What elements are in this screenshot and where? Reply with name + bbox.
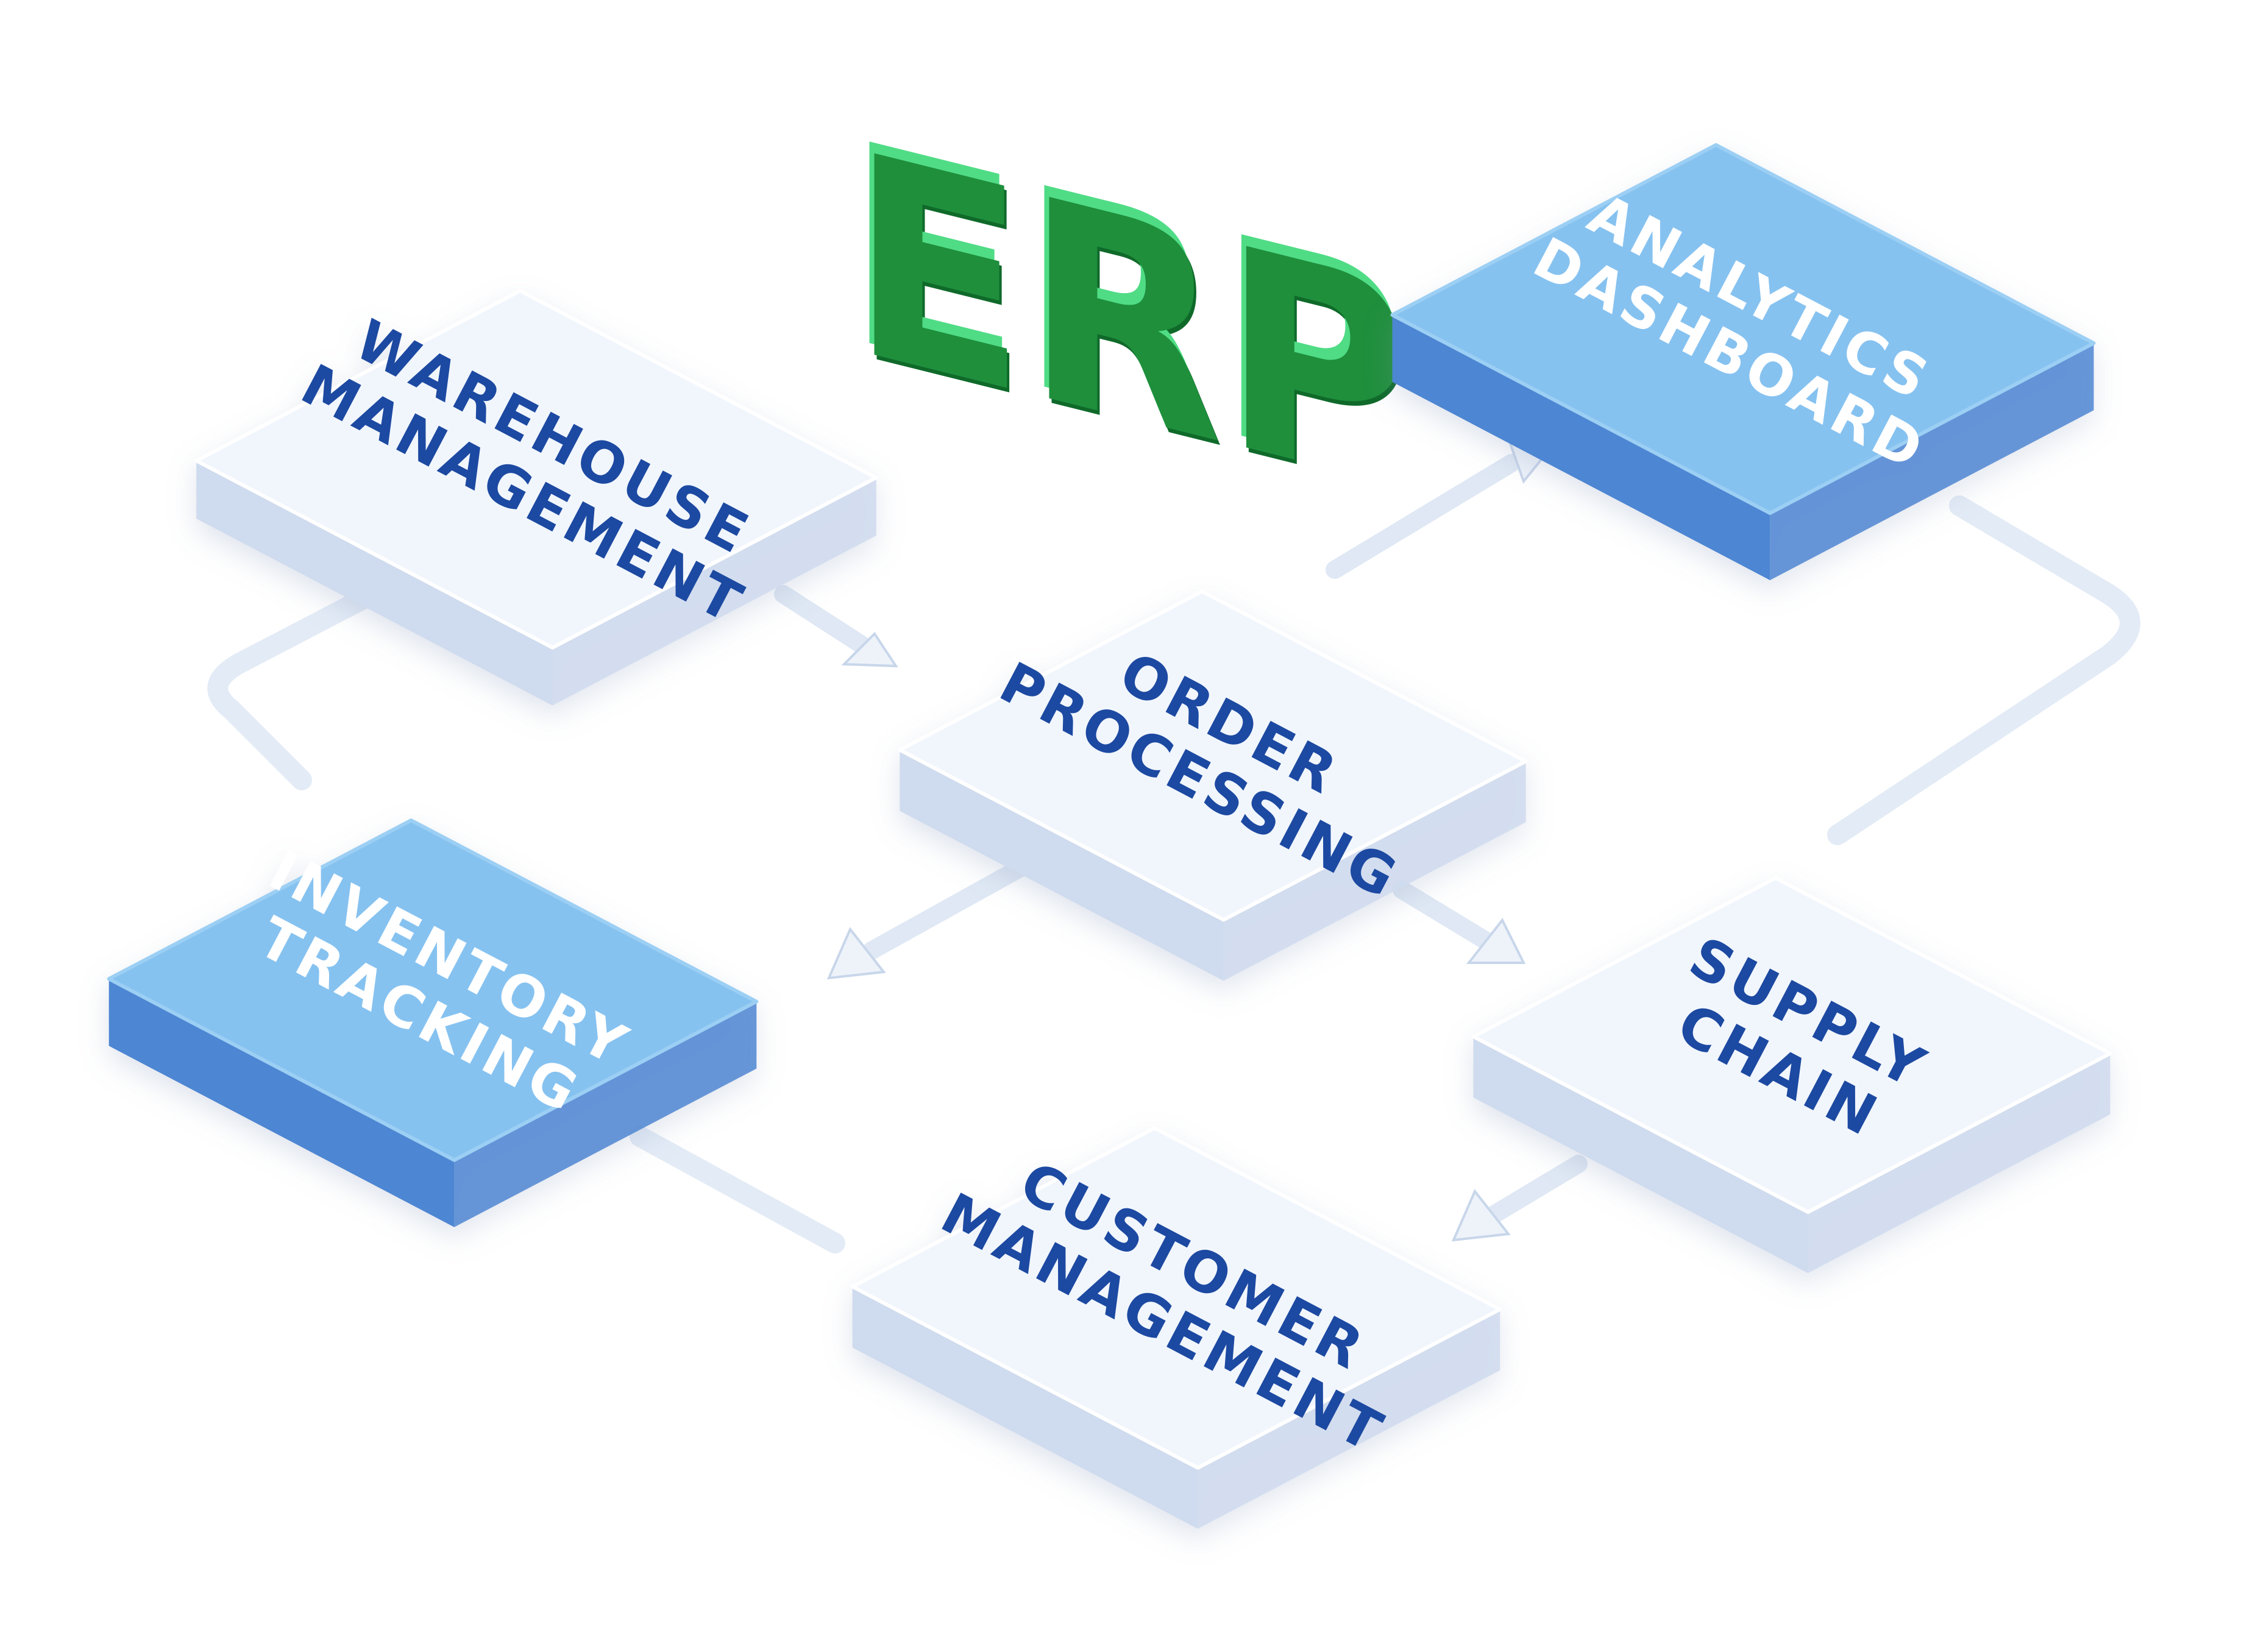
module-top bbox=[898, 589, 1528, 922]
erp-logo: ERP ERP ERP bbox=[846, 80, 1413, 559]
connector-analytics-supply bbox=[1827, 495, 2140, 845]
module-side-right bbox=[1223, 761, 1526, 981]
connector-inventory-customer bbox=[630, 1126, 845, 1253]
module-top bbox=[194, 289, 878, 650]
module-top bbox=[1471, 876, 2112, 1214]
module-side-right bbox=[552, 477, 876, 706]
module-side-left bbox=[852, 1286, 1198, 1529]
connector-supply-customer bbox=[1478, 1155, 1588, 1228]
module-top bbox=[107, 818, 759, 1162]
module-side-right bbox=[1808, 1053, 2111, 1274]
module-side-left bbox=[196, 461, 553, 706]
arrowhead-icon bbox=[1466, 918, 1526, 964]
connector-order-supply bbox=[1393, 881, 1496, 951]
module-side-left bbox=[900, 750, 1224, 981]
module-side-right bbox=[1198, 1309, 1500, 1529]
arrowhead-icon bbox=[1451, 1189, 1511, 1242]
module-side-right bbox=[1770, 343, 2094, 581]
connector-order-analytics bbox=[1326, 454, 1521, 579]
module-side-right bbox=[454, 1001, 757, 1227]
module-side-left bbox=[108, 979, 455, 1227]
arrowhead-icon bbox=[841, 631, 898, 668]
module-side-left bbox=[1473, 1037, 1808, 1274]
connector-order-inventory bbox=[862, 850, 1045, 960]
connector-warehouse-inventory bbox=[207, 578, 394, 790]
module-top bbox=[850, 1126, 1502, 1470]
module-side-left bbox=[1392, 314, 1770, 581]
module-top bbox=[1390, 143, 2096, 516]
connectors bbox=[207, 428, 2140, 1253]
arrowhead-icon bbox=[826, 927, 886, 980]
